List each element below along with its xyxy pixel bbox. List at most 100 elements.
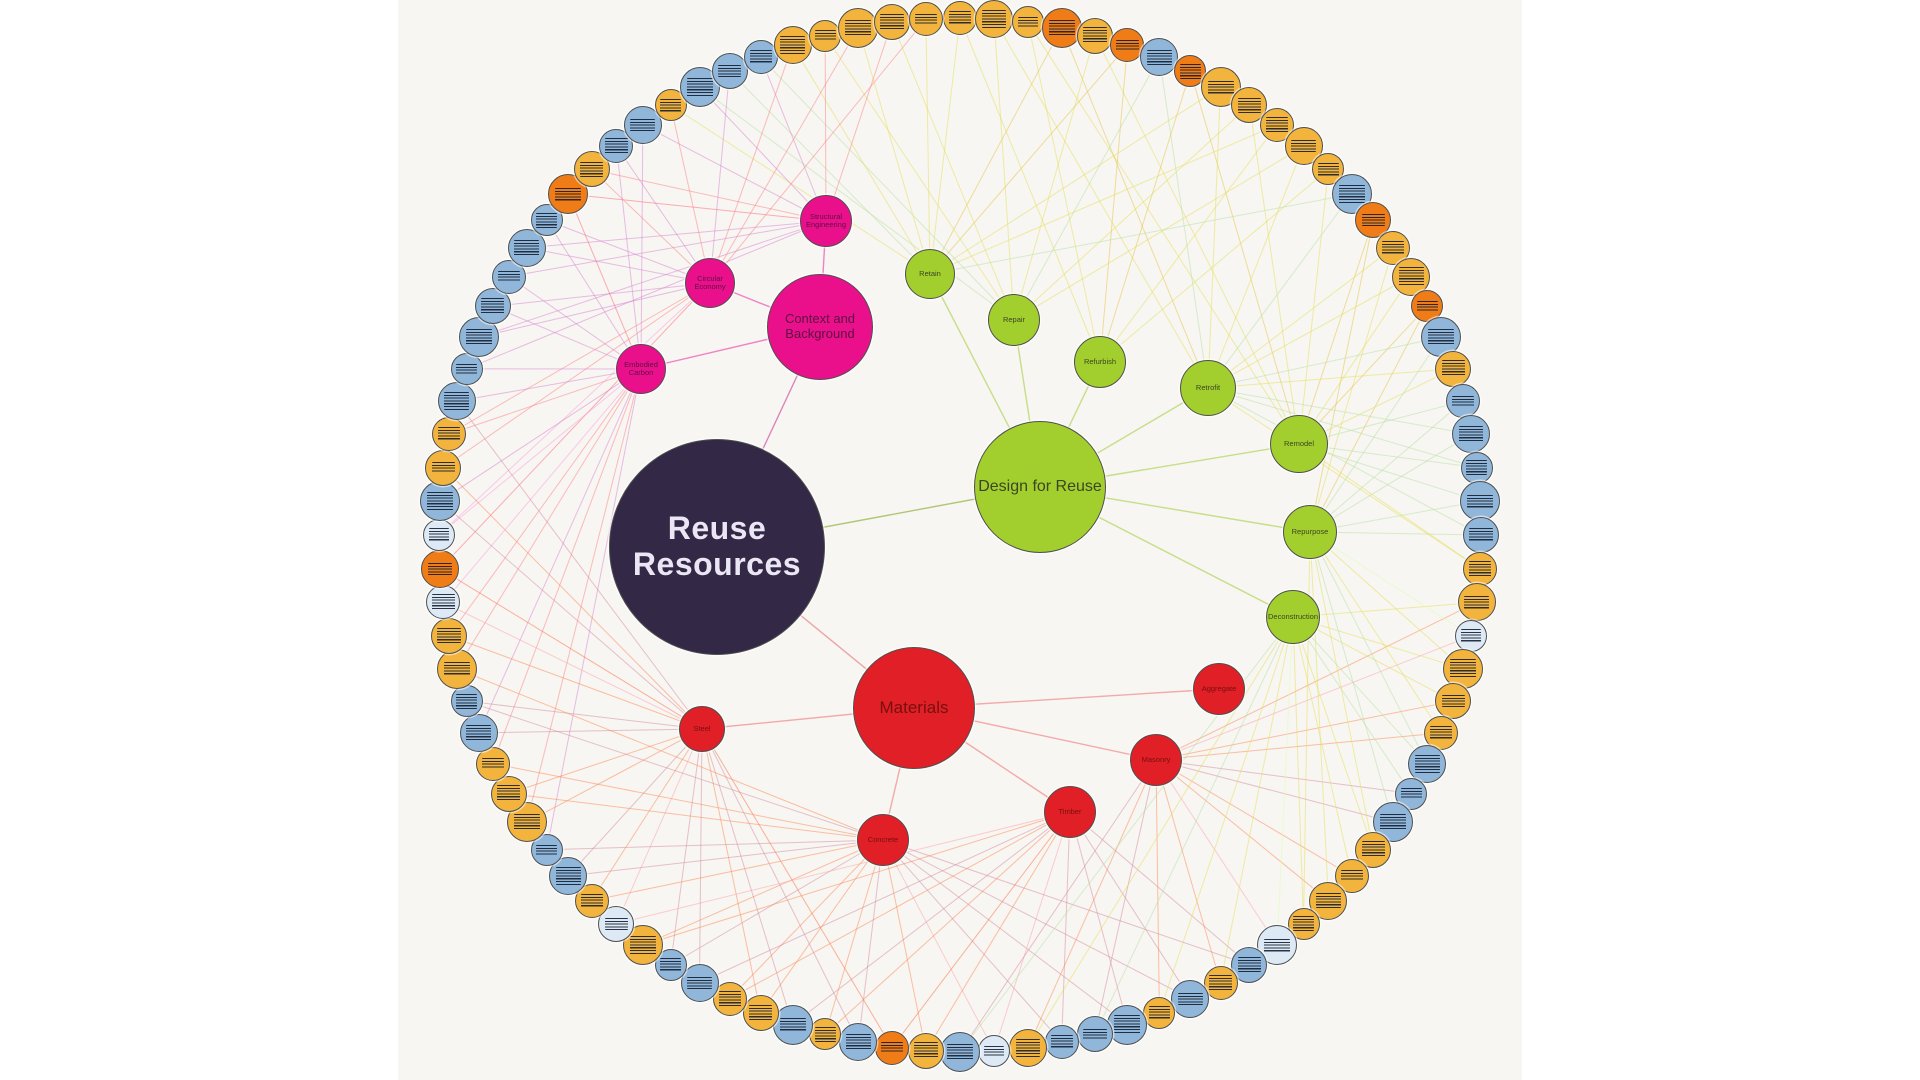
- leaf-node[interactable]: [573, 151, 610, 188]
- sub-node-embodied-carbon[interactable]: Embodied Carbon: [616, 344, 666, 394]
- leaf-node[interactable]: [940, 1032, 980, 1072]
- leaf-node[interactable]: [874, 1030, 909, 1065]
- edge: [1027, 759, 1157, 1048]
- leaf-node[interactable]: [1454, 619, 1487, 652]
- leaf-node[interactable]: [1451, 415, 1490, 454]
- leaf-node[interactable]: [423, 519, 455, 551]
- leaf-node[interactable]: [975, 0, 1014, 39]
- leaf-node[interactable]: [680, 963, 719, 1002]
- sub-node-repurpose[interactable]: Repurpose: [1283, 505, 1337, 559]
- leaf-node[interactable]: [711, 53, 748, 90]
- leaf-node[interactable]: [475, 746, 510, 781]
- leaf-node[interactable]: [421, 549, 460, 588]
- leaf-node[interactable]: [1392, 257, 1431, 296]
- leaf-node[interactable]: [598, 905, 635, 942]
- sub-node-timber[interactable]: Timber: [1044, 786, 1096, 838]
- leaf-node[interactable]: [1395, 777, 1428, 810]
- leaf-node[interactable]: [1446, 384, 1481, 419]
- leaf-node[interactable]: [908, 2, 943, 37]
- sub-node-circular-economy[interactable]: Circular Economy: [685, 258, 735, 308]
- leaf-node[interactable]: [436, 648, 477, 689]
- leaf-node[interactable]: [437, 382, 476, 421]
- leaf-node[interactable]: [431, 617, 467, 654]
- center-node[interactable]: Reuse Resources: [609, 439, 825, 655]
- leaf-node[interactable]: [1355, 831, 1392, 868]
- leaf-node[interactable]: [1443, 648, 1484, 689]
- leaf-node[interactable]: [1435, 350, 1472, 387]
- leaf-node[interactable]: [1373, 802, 1414, 843]
- leaf-node[interactable]: [809, 1018, 842, 1051]
- leaf-node[interactable]: [943, 1, 977, 35]
- leaf-node[interactable]: [772, 1004, 813, 1045]
- leaf-node[interactable]: [1257, 925, 1298, 966]
- cluster-node-context[interactable]: Context and Background: [767, 274, 873, 380]
- leaf-node[interactable]: [420, 481, 461, 522]
- leaf-node[interactable]: [1462, 551, 1497, 586]
- leaf-node[interactable]: [712, 981, 747, 1016]
- leaf-node[interactable]: [425, 449, 462, 486]
- leaf-node[interactable]: [450, 352, 483, 385]
- leaf-node[interactable]: [1460, 451, 1493, 484]
- leaf-node[interactable]: [1076, 17, 1113, 54]
- leaf-node[interactable]: [809, 19, 842, 52]
- sub-node-structural-engineering[interactable]: Structural Engineering: [800, 195, 852, 247]
- leaf-node[interactable]: [1076, 1016, 1113, 1053]
- leaf-node[interactable]: [1260, 107, 1295, 142]
- leaf-node[interactable]: [450, 685, 483, 718]
- sub-node-aggregate[interactable]: Aggregate: [1193, 663, 1245, 715]
- leaf-node[interactable]: [1200, 67, 1241, 108]
- leaf-node[interactable]: [426, 585, 461, 620]
- leaf-node[interactable]: [1012, 6, 1044, 39]
- leaf-node[interactable]: [623, 105, 662, 144]
- leaf-node[interactable]: [622, 925, 663, 966]
- leaf-node[interactable]: [1140, 38, 1179, 77]
- sub-node-steel[interactable]: Steel: [679, 706, 725, 752]
- cluster-node-materials[interactable]: Materials: [853, 647, 975, 769]
- leaf-node[interactable]: [490, 775, 527, 812]
- leaf-node[interactable]: [742, 994, 779, 1031]
- leaf-node[interactable]: [1041, 7, 1082, 48]
- sub-node-concrete[interactable]: Concrete: [857, 814, 909, 866]
- sub-node-refurbish[interactable]: Refurbish: [1074, 336, 1126, 388]
- leaf-node[interactable]: [1459, 481, 1500, 522]
- leaf-node[interactable]: [1143, 996, 1176, 1029]
- sub-node-retrofit[interactable]: Retrofit: [1180, 360, 1236, 416]
- leaf-node[interactable]: [432, 417, 466, 452]
- leaf-node[interactable]: [743, 40, 778, 75]
- leaf-node[interactable]: [1231, 946, 1268, 983]
- leaf-node[interactable]: [839, 1023, 878, 1062]
- leaf-node[interactable]: [1231, 87, 1268, 124]
- edge: [1298, 443, 1477, 469]
- leaf-node[interactable]: [1411, 290, 1444, 323]
- leaf-node[interactable]: [474, 288, 511, 325]
- leaf-node[interactable]: [1408, 744, 1447, 783]
- leaf-node[interactable]: [1309, 881, 1348, 920]
- leaf-node[interactable]: [549, 856, 588, 895]
- leaf-node[interactable]: [507, 228, 546, 267]
- leaf-node[interactable]: [978, 1034, 1011, 1067]
- sub-node-deconstruction[interactable]: Deconstruction: [1266, 590, 1320, 644]
- leaf-node[interactable]: [1110, 28, 1145, 63]
- sub-node-repair[interactable]: Repair: [988, 294, 1040, 346]
- leaf-node[interactable]: [1435, 683, 1472, 720]
- leaf-node[interactable]: [1463, 517, 1499, 553]
- leaf-node[interactable]: [1203, 965, 1238, 1000]
- sub-node-masonry[interactable]: Masonry: [1130, 734, 1182, 786]
- leaf-node[interactable]: [1107, 1004, 1148, 1045]
- leaf-node[interactable]: [773, 26, 812, 65]
- leaf-node[interactable]: [838, 7, 879, 48]
- leaf-label-glyph: [880, 13, 904, 31]
- leaf-node[interactable]: [1044, 1025, 1079, 1060]
- leaf-node[interactable]: [873, 4, 910, 41]
- leaf-node[interactable]: [1376, 230, 1411, 265]
- leaf-node[interactable]: [1009, 1028, 1047, 1067]
- leaf-node[interactable]: [1421, 317, 1462, 358]
- leaf-node[interactable]: [1171, 979, 1210, 1018]
- cluster-node-design-for-reuse[interactable]: Design for Reuse: [974, 421, 1106, 553]
- leaf-node[interactable]: [1424, 715, 1459, 750]
- leaf-node[interactable]: [459, 713, 498, 752]
- sub-node-retain[interactable]: Retain: [905, 249, 955, 299]
- leaf-node[interactable]: [1457, 583, 1496, 622]
- leaf-node[interactable]: [907, 1032, 944, 1069]
- sub-node-remodel[interactable]: Remodel: [1270, 415, 1328, 473]
